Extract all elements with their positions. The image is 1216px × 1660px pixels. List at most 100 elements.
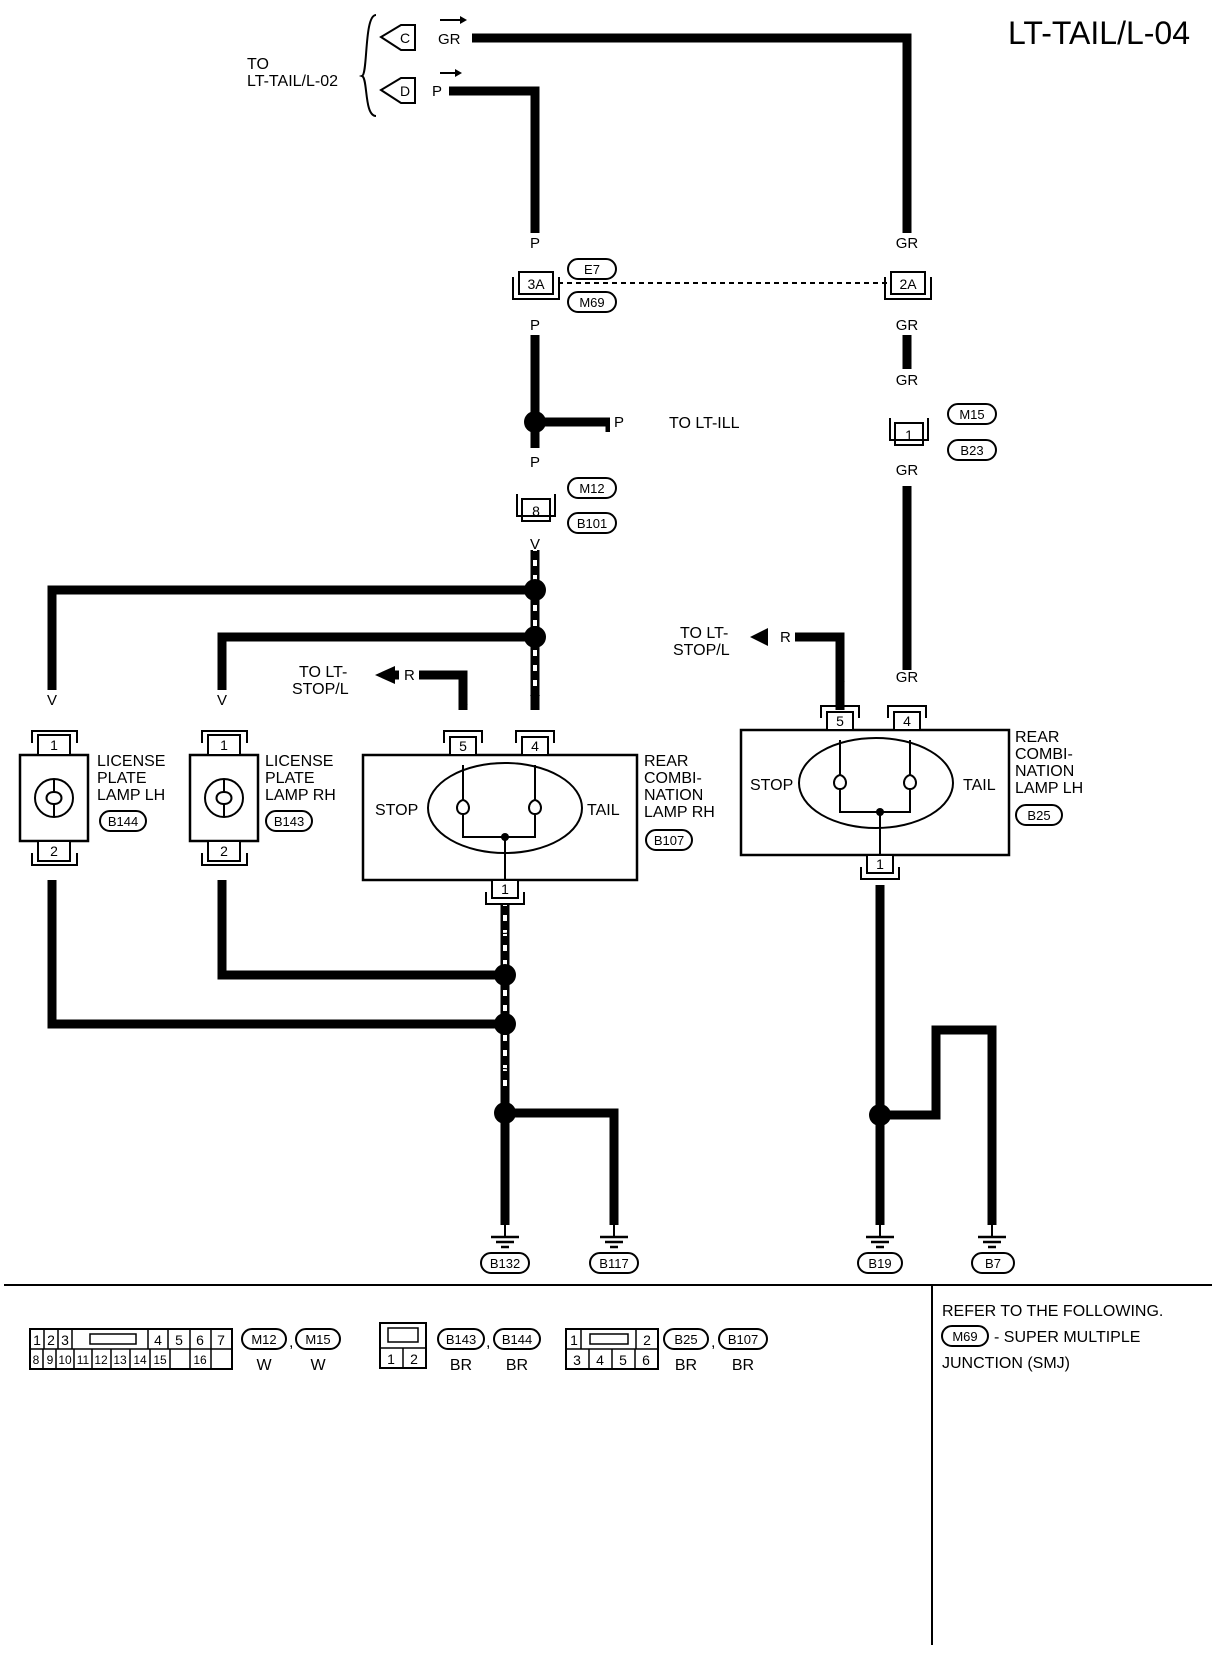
svg-text:1: 1: [387, 1351, 395, 1367]
svg-text:GR: GR: [896, 669, 919, 686]
svg-text:V: V: [530, 536, 540, 553]
svg-text:B132: B132: [490, 1256, 520, 1271]
svg-text:P: P: [614, 414, 624, 431]
to-lt-stop-rh-label: TO LT- STOP/L: [292, 664, 349, 698]
legend-connector-6pin: 1 2 3 4 5 6: [565, 1328, 659, 1370]
svg-text:7: 7: [217, 1332, 225, 1348]
svg-text:COMBI-: COMBI-: [1015, 746, 1073, 763]
svg-text:W: W: [256, 1357, 272, 1374]
svg-text:V: V: [217, 692, 227, 709]
svg-text:BR: BR: [675, 1357, 697, 1374]
svg-text:BR: BR: [450, 1357, 472, 1374]
svg-text:R: R: [458, 692, 469, 709]
svg-text:B143: B143: [274, 814, 304, 829]
conn-e7: E7: [567, 258, 617, 280]
svg-text:1: 1: [501, 881, 509, 897]
legend-connector-16pin: 1 2 3 4 5 6 7 8 9 10 11 12 13 14 15 16: [29, 1328, 233, 1370]
svg-text:BR: BR: [732, 1357, 754, 1374]
conn-m15: M15: [947, 403, 997, 425]
svg-text:8: 8: [33, 1353, 40, 1367]
ground-icon: [598, 1223, 630, 1249]
conn-b132: B132: [480, 1252, 530, 1274]
conn-b144: B144: [99, 810, 147, 832]
svg-text:3: 3: [61, 1332, 69, 1348]
svg-text:B: B: [217, 885, 227, 902]
arrow-to-stop-lh-icon: [750, 628, 768, 646]
svg-text:LT-TAIL/L-02: LT-TAIL/L-02: [247, 73, 338, 90]
svg-text:M69: M69: [579, 295, 604, 310]
conn-b7: B7: [971, 1252, 1015, 1274]
svg-text:5: 5: [459, 738, 467, 754]
rear-combination-lamp-rh: 5 4 1 STOP TAIL: [361, 730, 639, 905]
svg-text:B: B: [875, 1068, 885, 1085]
svg-text:12: 12: [94, 1353, 108, 1367]
svg-text:9: 9: [47, 1353, 54, 1367]
svg-text:M12: M12: [251, 1332, 276, 1347]
svg-text:STOP/L: STOP/L: [292, 681, 349, 698]
pin-3a: 3A: [512, 271, 560, 300]
svg-text:PLATE: PLATE: [97, 770, 147, 787]
svg-text:LAMP LH: LAMP LH: [1015, 780, 1083, 797]
svg-text:M15: M15: [305, 1332, 330, 1347]
license-plate-lamp-lh: 1 2: [18, 730, 90, 866]
svg-text:B107: B107: [654, 833, 684, 848]
svg-text:2: 2: [220, 843, 228, 859]
legend-16pin-ids: M12 , M15 W W: [241, 1328, 341, 1374]
svg-text:M15: M15: [959, 407, 984, 422]
svg-text:5: 5: [175, 1332, 183, 1348]
bulb-icon: [833, 740, 917, 813]
svg-text:P: P: [432, 83, 442, 100]
rear-combination-lamp-lh: 5 4 1 STOP TAIL: [739, 705, 1011, 880]
svg-text:P: P: [530, 317, 540, 334]
svg-text:E7: E7: [584, 262, 600, 277]
legend-6pin-ids: B25 , B107 BR BR: [663, 1328, 768, 1374]
pin-1-m15: 1: [889, 418, 929, 446]
svg-text:B: B: [47, 885, 57, 902]
svg-text:B144: B144: [108, 814, 138, 829]
ground-icon: [489, 1223, 521, 1249]
license-rh-label: LICENSE PLATE LAMP RH: [265, 753, 336, 804]
svg-text:B19: B19: [868, 1256, 891, 1271]
svg-text:B101: B101: [577, 516, 607, 531]
svg-text:B7: B7: [985, 1256, 1001, 1271]
svg-text:8: 8: [532, 503, 540, 519]
svg-text:1: 1: [876, 856, 884, 872]
arrow-to-stop-rh-icon: [375, 666, 395, 684]
svg-text:B25: B25: [674, 1332, 697, 1347]
conn-m69: M69: [567, 291, 617, 313]
svg-text:NATION: NATION: [1015, 763, 1074, 780]
svg-text:TO LT-: TO LT-: [680, 625, 728, 642]
pin-2a: 2A: [884, 271, 932, 300]
tail-label: TAIL: [963, 777, 996, 794]
svg-text:4: 4: [154, 1332, 162, 1348]
rear-rh-label: REAR COMBI- NATION LAMP RH: [644, 753, 715, 821]
conn-b25: B25: [1015, 804, 1063, 826]
legend-connector-2pin: 1 2: [379, 1322, 427, 1369]
svg-text:6: 6: [196, 1332, 204, 1348]
svg-text:4: 4: [531, 738, 539, 754]
svg-text:B: B: [931, 1068, 941, 1085]
conn-m12: M12: [567, 477, 617, 499]
dash-marks: [503, 452, 537, 1095]
svg-text:W: W: [310, 1357, 326, 1374]
svg-text:11: 11: [77, 1353, 90, 1367]
svg-text:3: 3: [573, 1352, 581, 1368]
svg-text:16: 16: [193, 1353, 207, 1367]
conn-b19: B19: [857, 1252, 903, 1274]
connector-d: D: [379, 69, 462, 104]
svg-text:B: B: [500, 1065, 510, 1082]
svg-text:M12: M12: [579, 481, 604, 496]
svg-text:- SUPER MULTIPLE: - SUPER MULTIPLE: [994, 1329, 1140, 1346]
legend-2pin-ids: B143 , B144 BR BR: [437, 1328, 541, 1374]
svg-text:6: 6: [642, 1352, 650, 1368]
svg-text:1: 1: [33, 1332, 41, 1348]
svg-text:TO: TO: [247, 56, 269, 73]
svg-text:,: ,: [711, 1334, 715, 1351]
svg-text:B: B: [609, 1189, 619, 1206]
conn-b117: B117: [589, 1252, 639, 1274]
svg-text:JUNCTION (SMJ): JUNCTION (SMJ): [942, 1355, 1070, 1372]
svg-text:R: R: [835, 669, 846, 686]
stop-label: STOP: [375, 802, 418, 819]
bulb-icon: [456, 765, 542, 838]
